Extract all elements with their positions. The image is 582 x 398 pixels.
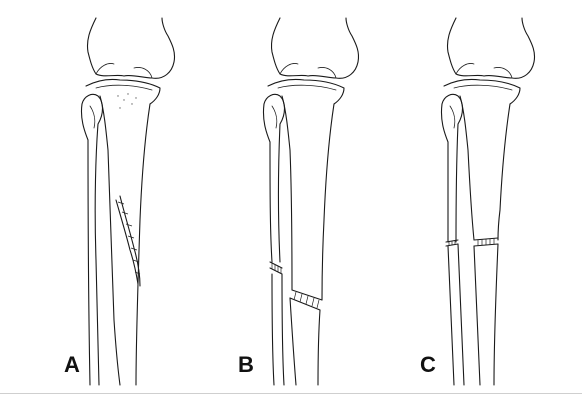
panel-a-tibial-plateau <box>86 79 160 104</box>
panel-c-drawing <box>441 18 534 385</box>
panel-b-drawing <box>263 18 358 385</box>
panel-a-fibula <box>82 94 103 385</box>
panel-b-fibula <box>264 94 285 262</box>
panel-c-fibula <box>442 94 463 242</box>
panel-label-a: A <box>64 354 80 376</box>
panel-b-tibial-plateau <box>268 79 344 104</box>
panel-a-femur <box>87 18 174 78</box>
panel-a-oblique-fracture <box>116 200 138 284</box>
panel-a-tibia <box>100 96 120 385</box>
panel-label-c: C <box>420 354 436 376</box>
panel-c-tibial-plateau <box>444 79 520 104</box>
panel-c-femur <box>447 18 534 78</box>
panel-b-femur <box>271 18 358 78</box>
panel-label-b: B <box>238 354 254 376</box>
bottom-divider <box>0 393 582 394</box>
panel-c-tibia <box>460 96 474 240</box>
panel-a-drawing <box>81 18 174 385</box>
panel-b-tibia <box>282 96 292 290</box>
